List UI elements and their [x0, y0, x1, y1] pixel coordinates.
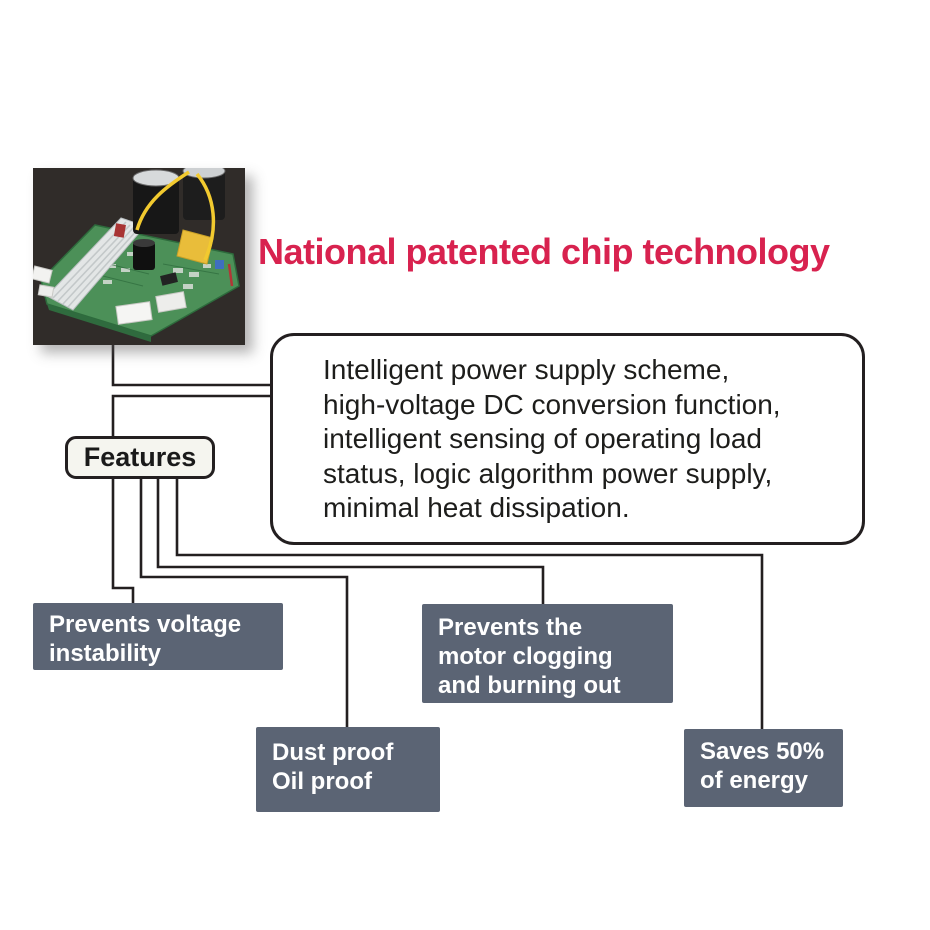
description-line: intelligent sensing of operating load — [323, 423, 762, 454]
circuit-board-photo — [33, 168, 245, 345]
feature-box-line: motor clogging — [438, 643, 613, 670]
description-line: status, logic algorithm power supply, — [323, 457, 773, 489]
page-title: National patented chip technology — [258, 231, 830, 272]
capacitor-large-1 — [132, 169, 180, 234]
red-wire — [227, 263, 234, 287]
feature-box-line: Prevents the — [438, 614, 583, 641]
feature-box-motor-protection: Prevents the motor clogging and burning … — [422, 604, 673, 703]
feature-box-line: Saves 50% — [700, 738, 825, 765]
line-features-to-dust-box — [139, 478, 349, 728]
description-box: Intelligent power supply scheme, high-vo… — [270, 333, 865, 545]
connectors-white — [33, 265, 187, 325]
capacitor-large-2 — [182, 168, 226, 220]
feature-box-line: Prevents voltage — [49, 611, 242, 638]
heatsink-ribs — [52, 221, 139, 308]
description-line: high-voltage DC conversion function, — [323, 388, 781, 420]
feature-box-line: instability — [49, 640, 162, 667]
feature-box-line: and burning out — [438, 672, 621, 699]
black-component — [160, 272, 178, 286]
feature-box-voltage-instability: Prevents voltage instability — [33, 603, 283, 670]
features-label: Features — [65, 436, 215, 479]
yellow-wires — [135, 170, 216, 261]
description-line: Intelligent power supply scheme, — [323, 354, 730, 385]
features-label-text: Features — [83, 442, 197, 472]
transformer — [176, 229, 214, 265]
red-component — [113, 223, 126, 238]
circuit-board-illustration — [33, 168, 245, 345]
line-photo-to-description — [111, 344, 272, 387]
feature-box-line: Oil proof — [272, 768, 372, 795]
feature-box-line: Dust proof — [272, 739, 394, 766]
pcb-edge — [47, 304, 151, 342]
feature-box-line: of energy — [700, 767, 809, 794]
description-line: minimal heat dissipation. — [323, 492, 630, 523]
line-features-to-motor-box — [156, 478, 545, 605]
blue-component — [215, 260, 224, 269]
capacitor-small — [133, 239, 155, 270]
line-features-to-energy-box — [175, 478, 764, 730]
feature-box-dust-oil-proof: Dust proof Oil proof — [256, 727, 440, 812]
line-description-to-features — [111, 394, 272, 437]
line-features-to-voltage-box — [111, 478, 135, 604]
feature-box-energy-saving: Saves 50% of energy — [684, 729, 843, 807]
